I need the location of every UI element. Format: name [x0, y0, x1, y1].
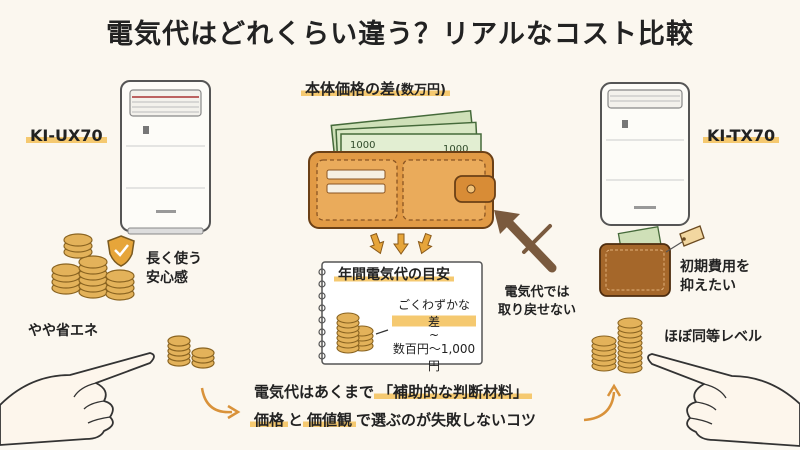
coin-small-left-icon [167, 335, 215, 369]
svg-text:1000: 1000 [350, 140, 375, 151]
svg-text:1000: 1000 [443, 144, 468, 155]
bottom-line-1: 電気代はあくまで「補助的な判断材料」 [254, 380, 533, 404]
model-right: KI-TX70 [703, 126, 780, 145]
wallet-icon: 1000 1000 [308, 109, 496, 229]
small-wallet-icon [599, 225, 705, 297]
hand-left-icon [0, 352, 155, 446]
down-arrows-icon [369, 232, 433, 255]
cannot-recover-note: 電気代では 取り戻せない [498, 285, 577, 318]
blocked-arrow-icon [494, 210, 557, 273]
bottom-line-2: 価格と価値観で選ぶのが失敗しないコツ [250, 408, 536, 432]
air-purifier-right-icon [600, 82, 690, 226]
hand-right-icon [647, 353, 800, 447]
curved-arrow-right-icon [583, 383, 622, 422]
right-level-label: ほぼ同等レベル [664, 329, 762, 345]
left-eco-label: やや省エネ [28, 323, 98, 339]
right-benefit: 初期費用を 抑えたい [680, 259, 750, 294]
coin-stack-left-icon [51, 233, 135, 301]
air-purifier-left-icon [120, 80, 211, 235]
page-title: 電気代はどれくらい違う？リアルなコスト比較 [106, 19, 694, 50]
coin-stack-right-icon [591, 317, 643, 374]
model-left: KI-UX70 [26, 126, 107, 145]
price-diff-label: 本体価格の差(数万円) [301, 80, 450, 100]
notebook-title: 年間電気代の目安 [334, 266, 454, 285]
left-benefit: 長く使う 安心感 [146, 251, 202, 286]
shield-icon [107, 235, 135, 267]
curved-arrow-left-icon [200, 387, 241, 420]
small-diff-note: ごくわずかな差 ~ 数百円〜1,000円 [392, 296, 476, 373]
